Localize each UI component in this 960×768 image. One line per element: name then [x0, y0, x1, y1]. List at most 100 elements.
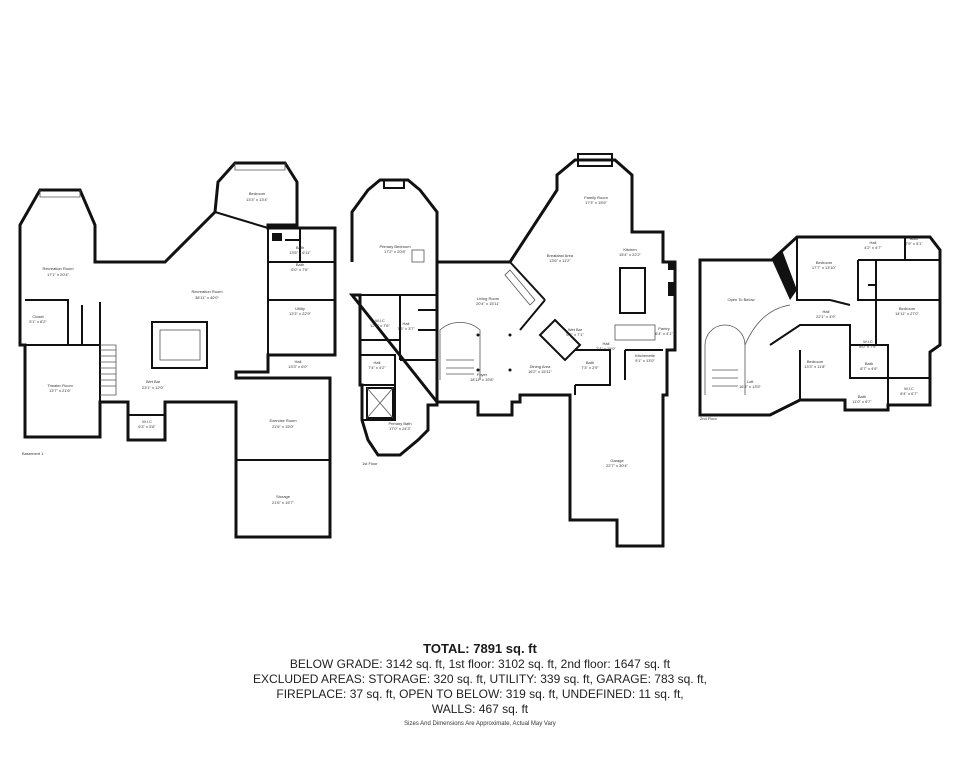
room-dims: 17'0" x 24'3" — [389, 426, 412, 431]
area-breakdown-line: EXCLUDED AREAS: STORAGE: 320 sq. ft, UTI… — [253, 672, 707, 686]
room-label: Recreation Room — [42, 266, 74, 271]
room-dims: 14'11" x 27'0" — [895, 311, 919, 316]
room-label: Bedroom — [899, 306, 916, 311]
room-dims: 23'1" x 12'0" — [142, 385, 165, 390]
room-dims: 7'9" x 5'1" — [905, 241, 923, 246]
room-dims: 13'6" x 11'2" — [549, 258, 571, 263]
room-label: Hall — [403, 321, 410, 326]
room-label: Bath — [910, 236, 918, 241]
room-label: Family Room — [584, 195, 608, 200]
room-label: Hall — [823, 309, 830, 314]
room-dims: 4'2" x 4'7" — [864, 245, 882, 250]
room-dims: 5'1" x 8'2" — [29, 319, 47, 324]
room-dims: 11'0" x 6'7" — [852, 399, 872, 404]
appliance-icon — [668, 262, 675, 270]
room-dims: 21'6" x 15'0" — [272, 424, 295, 429]
room-label: Open To Below — [727, 297, 754, 302]
room-dims: 15'4" x 22'2" — [619, 252, 642, 257]
floor-label: Basement 1 — [22, 451, 44, 456]
room-dims: 13'3" x 13'4" — [246, 197, 269, 202]
room-dims: 9'1" x 13'0" — [635, 358, 655, 363]
room-dims: 7'4" x 15'0" — [596, 346, 616, 351]
room-dims: 6'4" x 4'1" — [655, 331, 673, 336]
floor-label: 2nd Floor — [700, 416, 718, 421]
room-label: Bedroom — [816, 260, 833, 265]
room-label: W.I.C — [863, 339, 873, 344]
room-label: Kitchen — [623, 247, 636, 252]
room-label: Theater Room — [47, 383, 73, 388]
room-label: Utility — [295, 306, 305, 311]
room-label: Garage — [610, 458, 624, 463]
room-label: Dining Area — [530, 364, 551, 369]
room-dims: 22'7" x 30'4" — [606, 463, 629, 468]
room-label: Hall — [603, 341, 610, 346]
room-label: Bath — [296, 262, 304, 267]
room-dims: 17'7" x 13'10" — [812, 265, 837, 270]
room-label: Bedroom — [249, 191, 266, 196]
room-label: Exercise Room — [269, 418, 297, 423]
bar-island — [151, 321, 208, 369]
room-label: Wet Bar — [146, 379, 161, 384]
room-dims: 16'2" x 15'11" — [528, 369, 552, 374]
room-label: Closet — [32, 314, 44, 319]
room-label: Pantry — [658, 326, 670, 331]
room-dims: 20'4" x 15'11" — [476, 301, 500, 306]
room-label: Bath — [865, 361, 873, 366]
room-label: W.I.C — [904, 386, 914, 391]
room-dims: 17'1" x 20'4" — [47, 272, 70, 277]
room-label: Kitchenette — [635, 353, 656, 358]
room-label: Primary Bath — [388, 421, 411, 426]
room-dims: 13'7" x 21'6" — [49, 388, 72, 393]
room-dims: 13'3" x 6'0" — [288, 364, 308, 369]
room-dims: 8'7" x 4'9" — [860, 366, 878, 371]
room-dims: 17'3" x 15'6" — [585, 200, 608, 205]
room-label: Foyer — [477, 372, 488, 377]
room-dims: 8'0" x 7'9" — [859, 344, 877, 349]
room-label: Hall — [374, 360, 381, 365]
room-label: W.I.C — [375, 318, 385, 323]
room-label: Wet Bar — [568, 327, 583, 332]
room-dims: 38'11" x 40'0" — [195, 295, 219, 300]
room-dims: 13'3" x 22'9" — [289, 311, 312, 316]
first-floor-plan: Primary Bedroom 17'2" x 20'8" Hall 7'9" … — [348, 153, 677, 548]
room-label: Recreation Room — [191, 289, 223, 294]
room-dims: 7'9" x 3'7" — [397, 326, 415, 331]
room-dims: 17'2" x 20'8" — [384, 249, 407, 254]
room-dims: 5'3" x 7'1" — [566, 332, 584, 337]
disclaimer: Sizes And Dimensions Are Approximate, Ac… — [404, 721, 556, 727]
room-label: W.I.C — [142, 419, 152, 424]
room-dims: 13'3" x 11'8" — [804, 364, 826, 369]
area-breakdown-line: FIREPLACE: 37 sq. ft, OPEN TO BELOW: 319… — [276, 687, 684, 701]
basement-outer-walls — [18, 161, 337, 539]
room-dims: 21'6" x 15'7" — [272, 500, 295, 505]
room-dims: 7'4" x 4'2" — [368, 365, 386, 370]
room-label: Hall — [295, 359, 302, 364]
room-label: Primary Bedroom — [379, 244, 411, 249]
area-breakdown-line: WALLS: 467 sq. ft — [431, 702, 529, 716]
room-dims: 8'4" x 6'7" — [900, 391, 918, 396]
area-summary: TOTAL: 7891 sq. ft BELOW GRADE: 3142 sq.… — [0, 641, 960, 735]
room-dims: 16'3" x 13'5" — [739, 384, 762, 389]
room-dims: 18'11" x 19'8" — [470, 377, 494, 382]
room-dims: 12'1" x 7'6" — [370, 323, 390, 328]
room-dims: 6'0" x 7'6" — [291, 267, 309, 272]
appliance-icon — [668, 282, 675, 296]
room-dims: 6'3" x 5'6" — [138, 424, 156, 429]
area-breakdown-line: BELOW GRADE: 3142 sq. ft, 1st floor: 310… — [289, 657, 671, 671]
room-label: Breakfast Area — [547, 253, 574, 258]
second-floor-plan: Bedroom 17'7" x 13'10" Hall 4'2" x 4'7" … — [698, 235, 942, 421]
room-label: Bedroom — [807, 359, 824, 364]
basement-floor-plan: Recreation Room 17'1" x 20'4" Recreation… — [18, 161, 337, 539]
room-label: Bath — [296, 245, 304, 250]
room-dims: 7'3" x 2'9" — [581, 365, 599, 370]
sink-icon — [272, 233, 282, 241]
room-dims: 22'1" x 4'9" — [816, 314, 836, 319]
room-dims: 13'5" x 6'11" — [289, 250, 311, 255]
room-label: Bath — [858, 394, 866, 399]
room-label: Living Room — [477, 296, 500, 301]
room-label: Storage — [276, 494, 291, 499]
room-label: Bath — [586, 360, 594, 365]
total-area: TOTAL: 7891 sq. ft — [423, 641, 537, 656]
room-label: Loft — [747, 379, 755, 384]
